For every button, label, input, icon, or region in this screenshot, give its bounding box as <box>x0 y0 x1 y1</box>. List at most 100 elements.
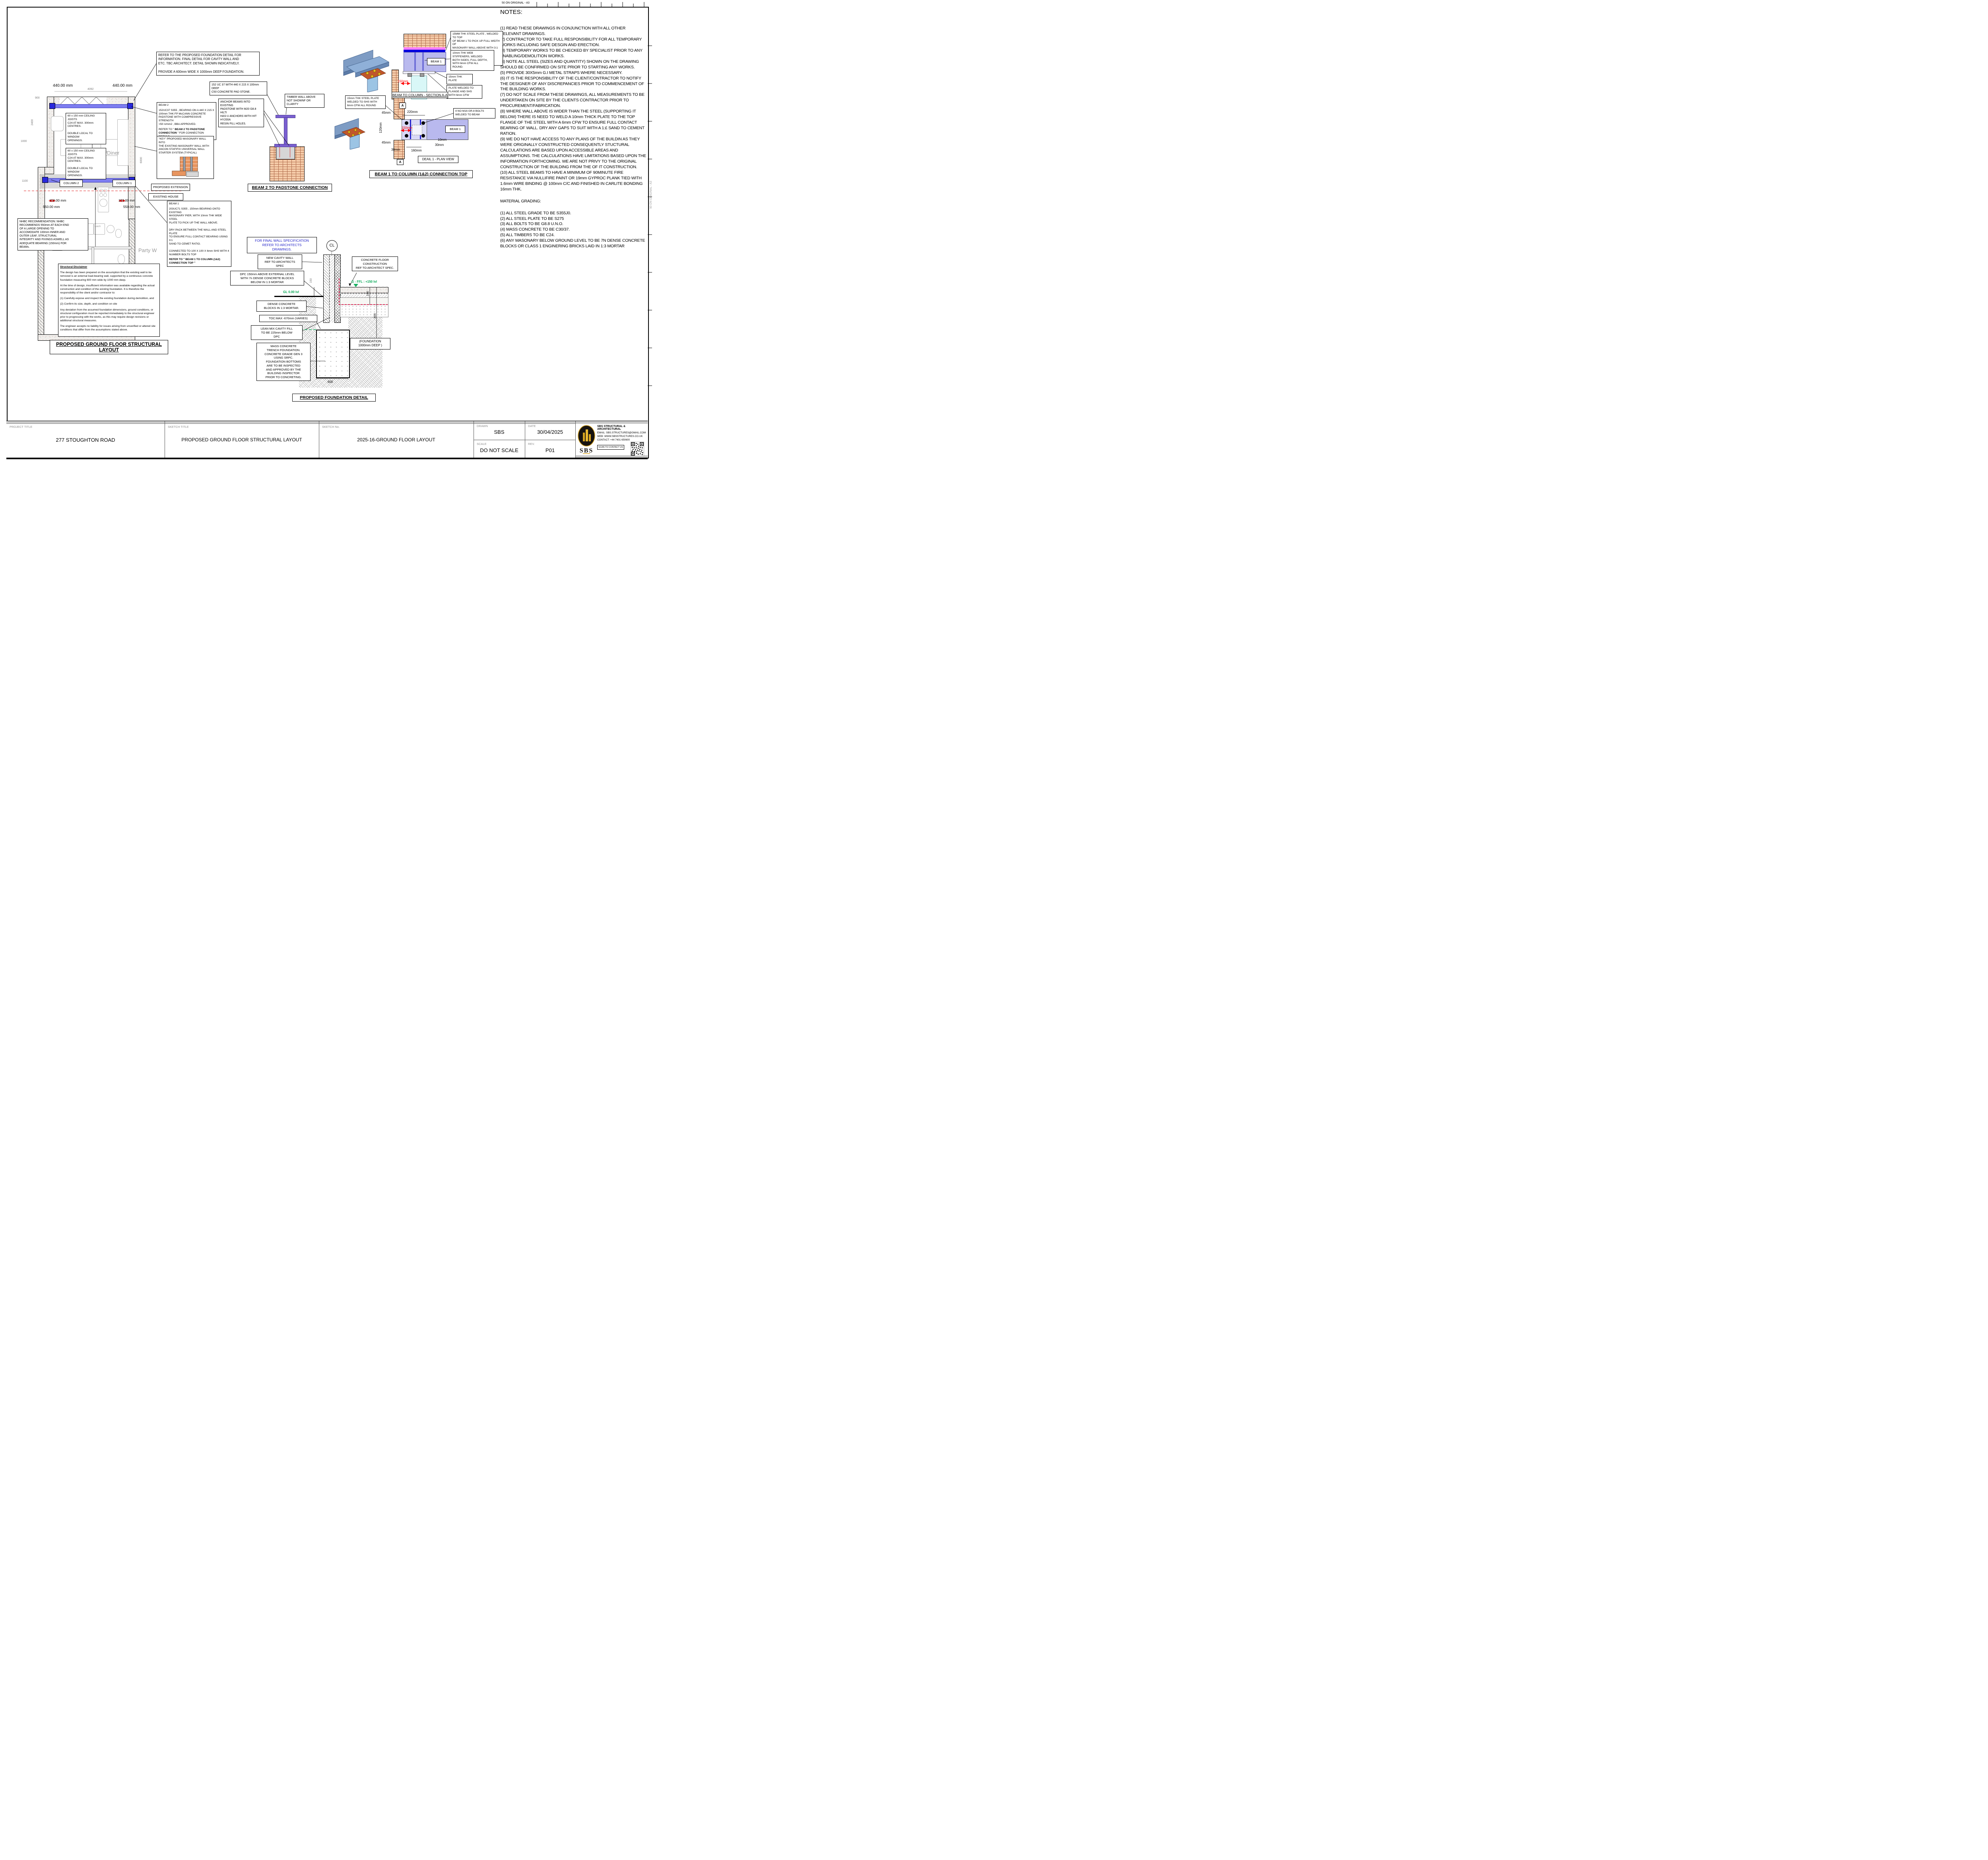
foundation-ref-note: REFER TO THE PROPOSED FOUNDATION DETAIL … <box>156 52 260 76</box>
dim-30-bottom: 30mm <box>391 148 400 151</box>
level-marker-icon <box>353 284 358 287</box>
note-item-4: (4) NOTE ALL STEEL (SIZES AND QUANTITY) … <box>500 59 639 70</box>
web-stiffener-note: 10mm THK WEB STIFFENERS, WELDED BOTH SID… <box>450 50 494 71</box>
note-item-8: (8) WHERE WALL ABOVE IS WIDER THAN THE S… <box>500 109 645 136</box>
company-email: EMAIL: SBS.STRUCTURES@GMAIL.COM <box>597 431 646 434</box>
material-item-1: (1) ALL STEEL GRADE TO BE S355J0. <box>500 210 571 216</box>
dim-550-right: 550.00 mm <box>123 205 140 209</box>
beam-connection-3d-view-lower <box>334 118 366 149</box>
dim-220: 220mm <box>407 110 418 114</box>
disclaimer-p2: At the time of design, insufficient info… <box>60 284 155 295</box>
dim-6000: 6000 <box>140 157 143 163</box>
plan-wall-left-upper <box>47 97 54 171</box>
drawn-label: DRAWN <box>477 424 488 428</box>
section-dim-150: 150mm <box>398 80 408 83</box>
plate-welded-note: PLATE WELDED TO FLANGE AND SHS WITH 6mm … <box>447 85 482 99</box>
padstone-detail-title: BEAM 2 TO PADSTONE CONNECTION <box>248 184 332 192</box>
dim-440-right: 440.00 mm <box>113 83 133 88</box>
bolts-note: 4 NO M16 GR.8 BOLTS WELDED TO BEAM <box>453 108 495 118</box>
titleblock-top-band <box>6 421 648 424</box>
dpc-note: DPC 150mm ABOVE EXTERNAL LEVEL WITH 7n D… <box>230 271 304 286</box>
foundation-dim-600-width: 600 <box>328 380 333 384</box>
disclaimer-p5: Any deviation from the assumed foundatio… <box>60 308 155 322</box>
column1-label: COLUMN 1 <box>113 180 136 187</box>
disclaimer-p1: The design has been prepared on the assu… <box>60 271 153 282</box>
nhbc-note: NHBC RECOMMENDATION: NHBC RECOMMENDS 550… <box>17 218 88 250</box>
rev-label: REV. <box>528 442 535 446</box>
section-marker-a-top: A <box>399 103 406 109</box>
proposed-extension-label: PROPOSED EXTENSION <box>151 184 190 191</box>
dim-4092: 4092 <box>87 88 94 91</box>
material-item-5: (5) ALL TIMBERS TO BE C24. <box>500 233 555 238</box>
planview-beam1-label: BEAM 1 <box>445 126 465 133</box>
sbs-logo: SBS <box>578 425 595 454</box>
toc-note: TOC:MAX -670mm (VARIES) <box>259 315 317 322</box>
foundation-dim-150: 150 <box>366 291 369 296</box>
dim-45-top: 45mm <box>382 111 391 115</box>
qr-code <box>631 442 644 456</box>
section-marker-a-bottom: A <box>397 159 404 165</box>
section-bolt-right <box>420 73 424 77</box>
sketch-title-label: SKETCH TITLE <box>168 425 189 429</box>
concrete-floor-note: CONCRETE FLOOR CONSTRUCTION REF TO ARCHI… <box>352 256 398 272</box>
note-item-6: (6) IT IS THE RESPONSIBILITY OF THE CLIE… <box>500 76 644 92</box>
project-title-value: 277 STOUGHTON ROAD <box>56 437 115 443</box>
tb-divider-5 <box>575 421 576 458</box>
beam-connection-3d-view-top <box>343 50 390 92</box>
sofa-cushion-line <box>100 139 101 155</box>
dim-440-left: 440.00 mm <box>53 83 73 88</box>
lean-mix-note: LEAN MIX CAVITY FILL TO BE 225mm BELOW D… <box>251 325 303 340</box>
section-masonry-wall <box>404 34 446 48</box>
dim-120: 120mm <box>379 122 382 133</box>
sofa-right-outline <box>117 119 128 166</box>
section-top-plate <box>404 50 445 52</box>
planview-bolt-2 <box>421 121 425 125</box>
sketch-no-value: 2025-16-GROUND FLOOR LAYOUT <box>357 437 435 443</box>
material-item-3: (3) ALL BOLTS TO BE G8.8 U.N.O. <box>500 221 563 227</box>
planview-shs-outline <box>412 125 422 135</box>
section-aa-title: BEAM TO COLUMN - SECTION A-A <box>392 92 448 98</box>
material-item-4: (4) MASS CONCRETE TO BE C30/37. <box>500 227 570 232</box>
detail1-plan-view-label: DEAIL 1 - PLAN VIEW <box>418 156 458 163</box>
dim-150-right: 150.00 mm <box>118 198 136 202</box>
material-grading-heading: MATERIAL GRADING: <box>500 198 541 204</box>
title-block: PROJECT TITLE 277 STOUGHTON ROAD SKETCH … <box>6 421 648 458</box>
washer-label: wash <box>95 225 101 228</box>
beam2-bottom-flange <box>274 144 297 147</box>
dim-550-left: 550.00 mm <box>43 205 60 209</box>
anchor-note: ANCHOR BEAMS INTO EXISTING PADSTONE WITH… <box>218 99 264 127</box>
foundation-dim-150-left: 150 <box>310 278 313 283</box>
ruler-and-leader-lines <box>24 2 652 386</box>
beam2-ref-bold: BEAM 2 TO PADSTONE CONNECTION <box>159 128 205 134</box>
company-name: SBS STRUCTURAL & ARCHITECTURAL <box>597 425 626 431</box>
ffl-level-label: G - FFL : +150 lvl <box>351 280 377 283</box>
foundation-deep-note: (FOUNDATION 1000mm DEEP ) <box>350 338 390 349</box>
uc37-padstone-note: 152 UC 37 WITH 440 X 215 X 100mm DEEP C5… <box>210 82 267 96</box>
beam2-note-body: 152UC37 S355 , BEARING ON A 440 X 215 X … <box>159 109 214 126</box>
section-bottom-plate <box>403 71 435 74</box>
scale-value: DO NOT SCALE <box>480 447 518 453</box>
hob-ring <box>103 193 107 197</box>
beam1-ref-bold: REFER TO " BEAM 1 TO COLUMN (1&2) CONNEC… <box>169 258 220 265</box>
section-drypack <box>404 47 445 50</box>
notes-panel: NOTES: (1) READ THESE DRAWINGS IN CONJUN… <box>500 9 646 249</box>
toilet-outline <box>115 229 122 238</box>
concrete-padstone <box>276 147 295 159</box>
section-bolt-left <box>408 73 412 77</box>
disclaimer-title: Structural Disclaimer <box>60 266 87 268</box>
rev-value: P01 <box>545 447 555 453</box>
dim-1000: 1000 <box>21 140 27 143</box>
hob-ring <box>99 193 103 197</box>
project-title-label: PROJECT TITLE <box>10 425 33 429</box>
note-item-1: (1) READ THESE DRAWINGS IN CONJUNCTION W… <box>500 26 626 36</box>
dim-45-bottom: 45mm <box>382 141 391 144</box>
structural-disclaimer: Structural Disclaimer The design has bee… <box>58 264 160 337</box>
key-wall-note: "KEY" PROPOSED MASONARY WALL INTO THE EX… <box>157 136 214 179</box>
centerline-symbol: CL <box>326 240 338 251</box>
note-item-2: (2) CONTRACTOR TO TAKE FULL RESPONSIBILI… <box>500 37 642 47</box>
svg-text:SBS: SBS <box>580 447 593 454</box>
oven-ring <box>99 199 107 207</box>
key-wall-note-text: "KEY" PROPOSED MASONARY WALL INTO THE EX… <box>159 138 209 155</box>
sink-outline <box>107 225 115 233</box>
logo-panel: SBS SBS STRUCTURAL & ARCHITECTURAL EMAIL… <box>576 421 648 458</box>
